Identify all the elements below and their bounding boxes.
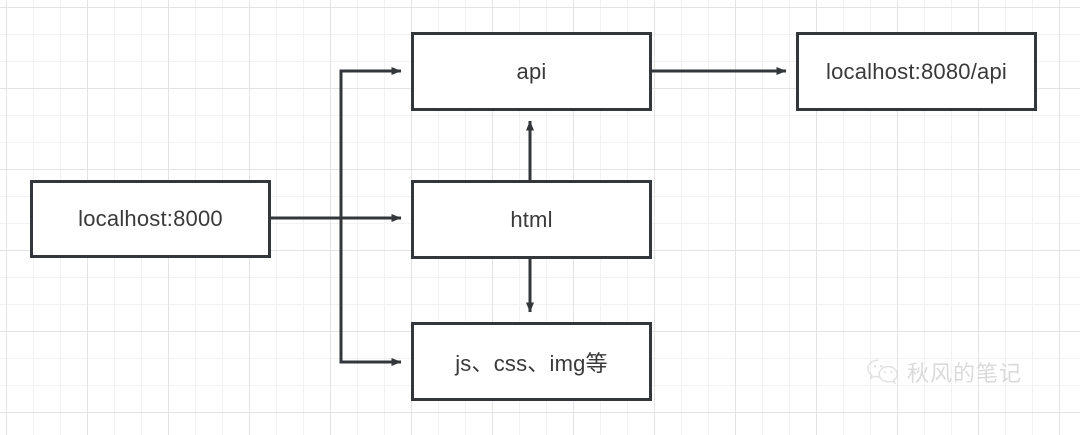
node-api[interactable]: api <box>411 32 652 111</box>
node-html[interactable]: html <box>411 180 652 259</box>
node-html-label: html <box>510 206 553 232</box>
node-assets[interactable]: js、css、img等 <box>411 322 652 401</box>
node-origin-label: localhost:8000 <box>78 206 223 231</box>
node-assets-label: js、css、img等 <box>455 350 608 376</box>
node-api-label: api <box>516 58 547 84</box>
node-backend[interactable]: localhost:8080/api <box>796 32 1037 111</box>
node-origin[interactable]: localhost:8000 <box>30 180 271 258</box>
node-backend-label: localhost:8080/api <box>826 58 1007 84</box>
